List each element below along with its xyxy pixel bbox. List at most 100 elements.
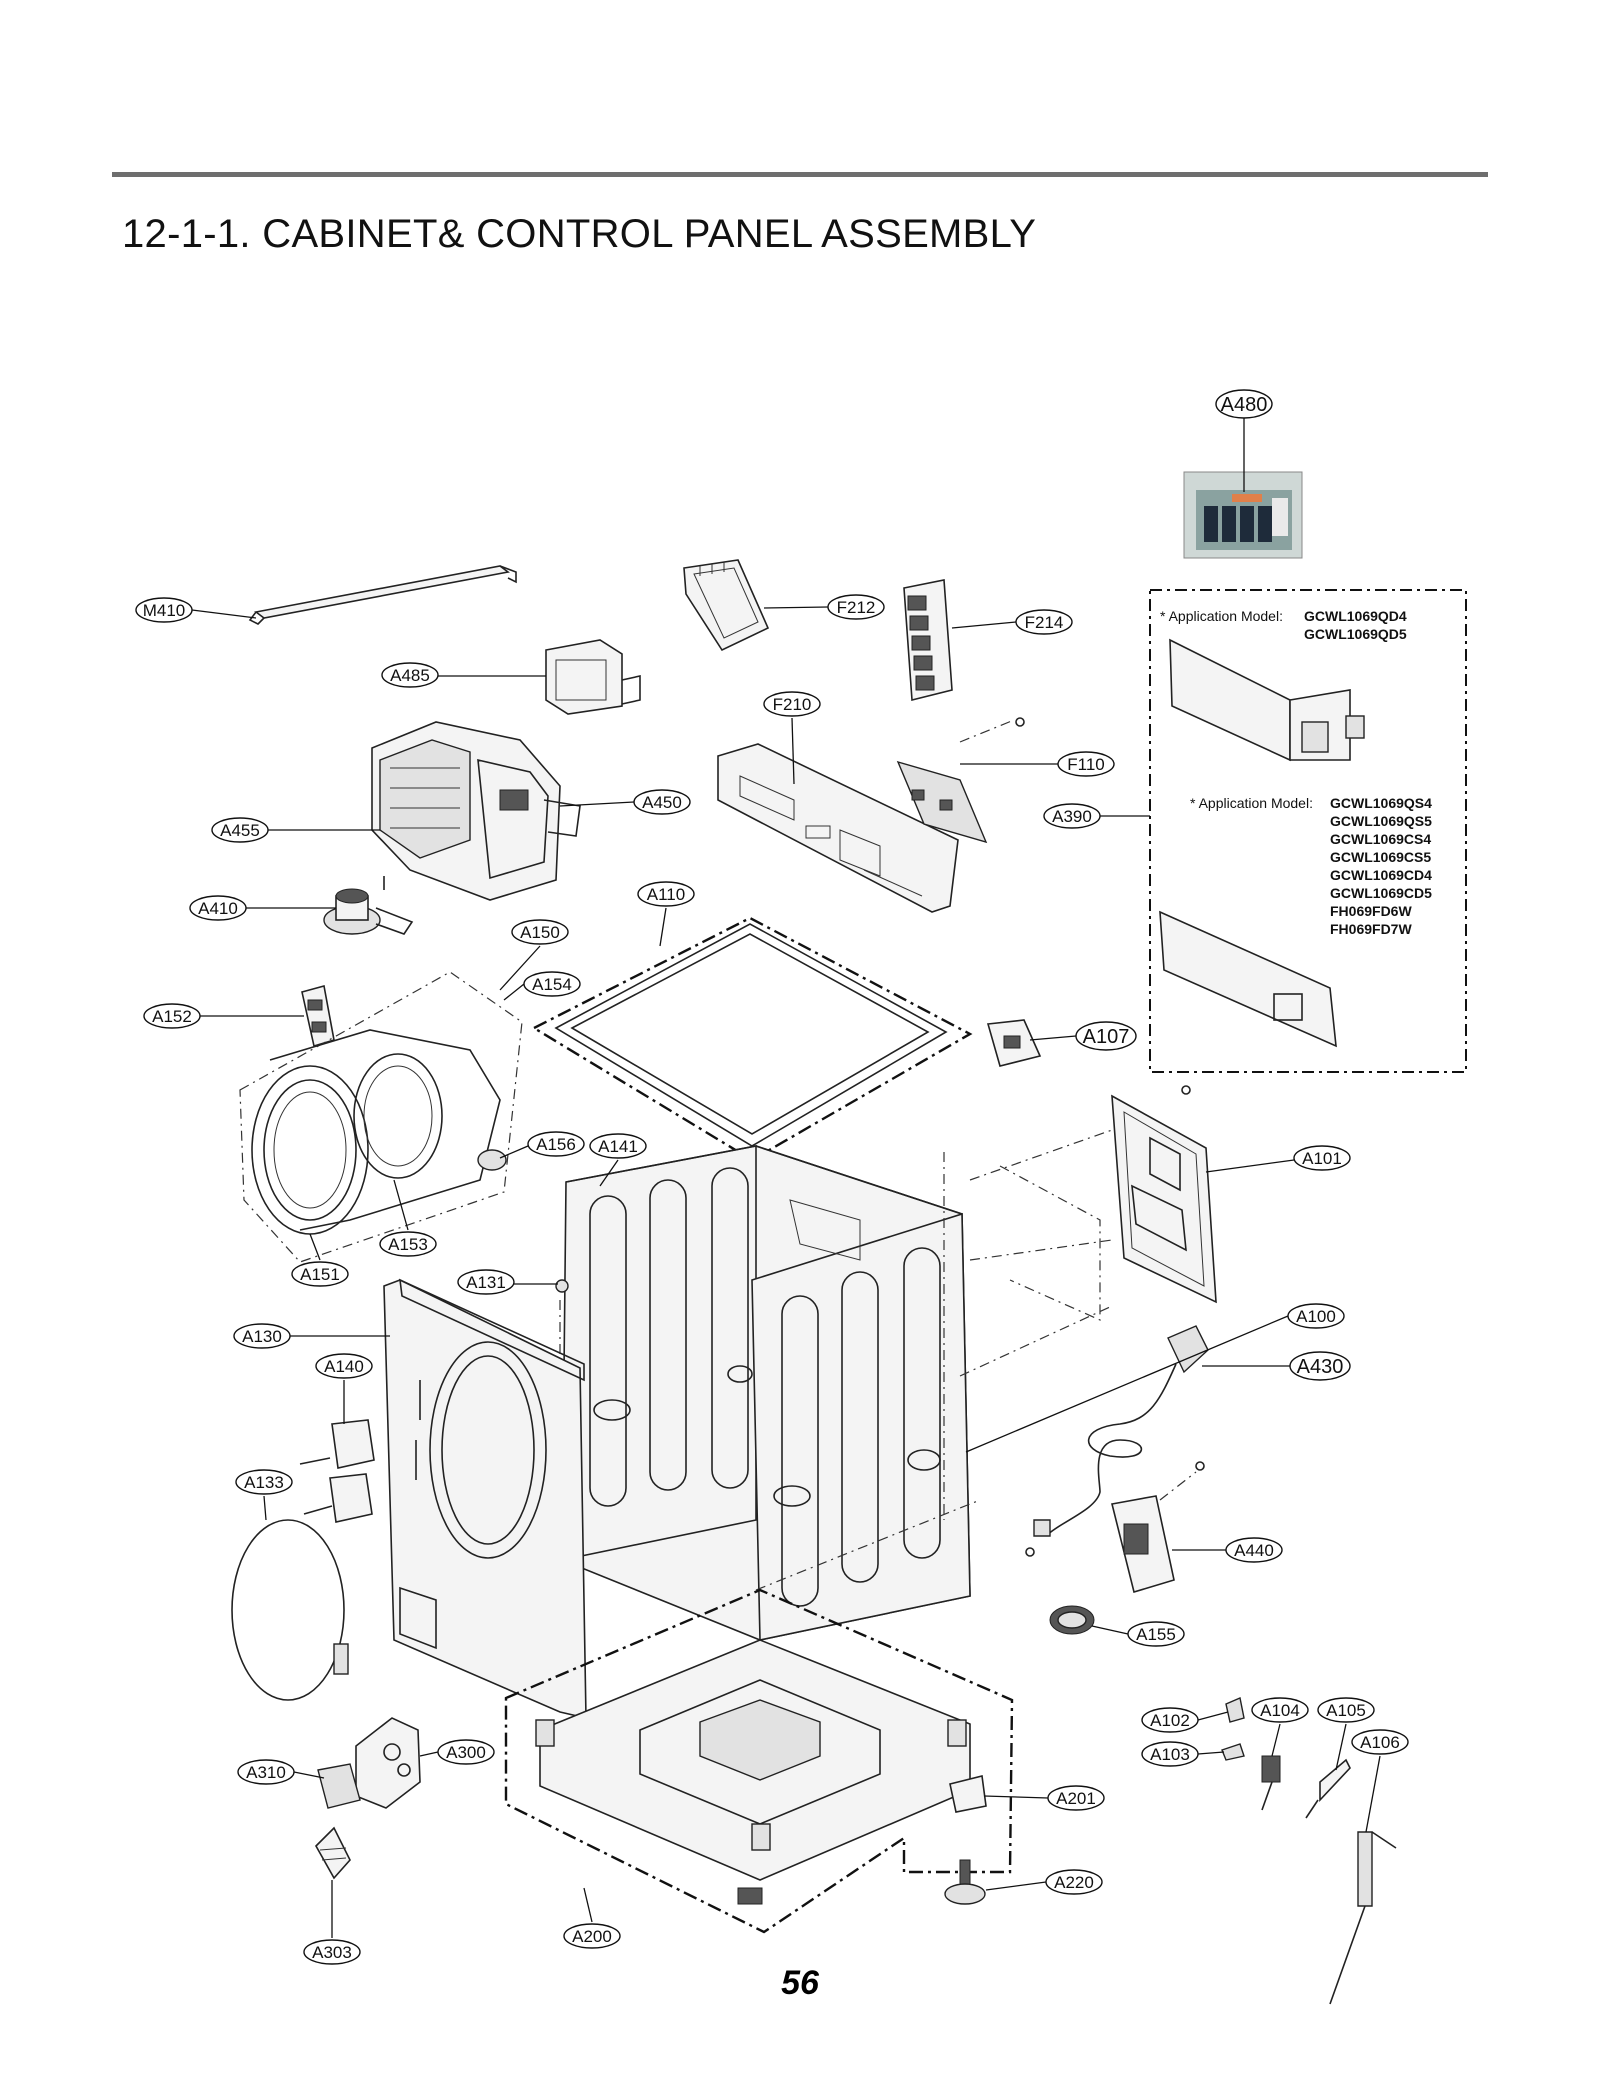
- callout-label: A101: [1302, 1149, 1342, 1168]
- callout-bubble: [1225, 1537, 1283, 1563]
- callout-label: A153: [388, 1235, 428, 1254]
- a485-module-box: [545, 639, 641, 715]
- callout-bubble: [1057, 751, 1115, 777]
- callout-bubble: [1141, 1741, 1199, 1767]
- callout-label: A480: [1221, 394, 1268, 416]
- callout-label: A141: [598, 1137, 638, 1156]
- callout-a201: A201: [983, 1785, 1105, 1811]
- leader-line: [1029, 1035, 1077, 1041]
- callout-bubble: [437, 1739, 495, 1765]
- callout-bubble: [589, 1133, 647, 1159]
- leader-line: [419, 1751, 439, 1757]
- callout-a440: A440: [1172, 1537, 1283, 1563]
- leader-line: [1365, 1755, 1381, 1833]
- callout-f214: F214: [951, 609, 1073, 635]
- callout-label: A107: [1083, 1026, 1130, 1048]
- page-number: 56: [781, 1964, 819, 2002]
- leader-line: [951, 621, 1017, 629]
- header-rule: [112, 172, 1488, 177]
- callout-label: M410: [143, 601, 186, 620]
- callout-a151: A151: [291, 1233, 349, 1287]
- leader-line: [791, 717, 795, 785]
- leader-line: [499, 1145, 529, 1159]
- leader-line: [965, 1315, 1289, 1453]
- callout-label: A133: [244, 1473, 284, 1492]
- callout-a152: A152: [143, 1003, 304, 1029]
- callout-a310: A310: [237, 1759, 325, 1785]
- callout-label: A106: [1360, 1733, 1400, 1752]
- callout-a303: A303: [303, 1880, 361, 1965]
- callout-a106: A106: [1351, 1729, 1409, 1833]
- callout-bubble: [1047, 1785, 1105, 1811]
- callout-label: A154: [532, 975, 572, 994]
- callout-label: A201: [1056, 1789, 1096, 1808]
- leader-line: [983, 1795, 1049, 1799]
- leader-line: [1205, 1159, 1295, 1173]
- callout-bubble: [633, 789, 691, 815]
- callout-a100: A100: [965, 1303, 1345, 1453]
- callout-bubble: [1141, 1707, 1199, 1733]
- callout-label: F110: [1067, 755, 1105, 774]
- a450-a455-pcb-assembly: [371, 721, 581, 901]
- callout-label: A450: [642, 793, 682, 812]
- callout-bubble: [233, 1323, 291, 1349]
- callout-a455: A455: [211, 817, 380, 843]
- callout-bubble: [315, 1353, 373, 1379]
- leader-line: [1335, 1723, 1347, 1771]
- callout-label: A200: [572, 1927, 612, 1946]
- leader-line: [985, 1881, 1047, 1891]
- callout-label: A102: [1150, 1711, 1190, 1730]
- callout-label: A100: [1296, 1307, 1336, 1326]
- callout-label: A455: [220, 821, 260, 840]
- leader-line: [191, 609, 257, 619]
- a133-door-clamp-ring: [231, 1519, 349, 1701]
- callout-a105: A105: [1317, 1697, 1375, 1771]
- callout-bubble: [637, 881, 695, 907]
- callout-bubble: [303, 1939, 361, 1965]
- f210-control-panel: [717, 743, 959, 913]
- leader-line: [1197, 1711, 1229, 1721]
- callout-a102: A102: [1141, 1707, 1229, 1733]
- callout-label: A110: [647, 885, 685, 904]
- application-note-2-model: GCWL1069QS5: [1330, 813, 1432, 829]
- callout-label: F214: [1025, 613, 1064, 632]
- callout-label: A104: [1260, 1701, 1300, 1720]
- callout-bubble: [1127, 1621, 1185, 1647]
- callout-bubble: [1317, 1697, 1375, 1723]
- callout-a430: A430: [1202, 1351, 1351, 1381]
- a130-front-panel: [383, 1278, 587, 1720]
- callout-bubble: [379, 1231, 437, 1257]
- callout-label: F210: [773, 695, 812, 714]
- leader-line: [559, 801, 635, 807]
- leader-line: [393, 1179, 409, 1231]
- callout-label: A140: [324, 1357, 364, 1376]
- a152-hinge-part: [301, 984, 335, 1048]
- application-note-2: * Application Model: GCWL1069QS4 GCWL106…: [1190, 795, 1432, 937]
- callout-a133: A133: [235, 1469, 293, 1521]
- a110-top-gasket: [531, 916, 973, 1162]
- leader-line: [293, 1771, 325, 1779]
- callout-f110: F110: [960, 751, 1115, 777]
- callout-bubble: [237, 1759, 295, 1785]
- a100-cabinet-body: [561, 1145, 971, 1641]
- callout-label: A430: [1297, 1356, 1344, 1378]
- callout-bubble: [1015, 609, 1073, 635]
- m410-bracket-bar: [248, 565, 517, 625]
- callout-bubble: [1043, 803, 1101, 829]
- callout-bubble: [827, 594, 885, 620]
- f212-dispenser-frame: [683, 559, 770, 652]
- callout-label: F212: [837, 598, 876, 617]
- application-model-box: [1149, 589, 1467, 1073]
- leader-line: [599, 1159, 619, 1187]
- application-note-2-model: GCWL1069QS4: [1330, 795, 1432, 811]
- callout-label: A310: [246, 1763, 286, 1782]
- callout-a480: A480: [1215, 389, 1273, 419]
- callout-a150: A150: [499, 919, 569, 991]
- a440-noise-filter: [1111, 1461, 1205, 1594]
- callout-label: A303: [312, 1943, 352, 1962]
- callout-label: A150: [520, 923, 560, 942]
- application-note-2-model: GCWL1069CD5: [1330, 885, 1432, 901]
- callout-bubble: [511, 919, 569, 945]
- callout-a155: A155: [1091, 1621, 1185, 1647]
